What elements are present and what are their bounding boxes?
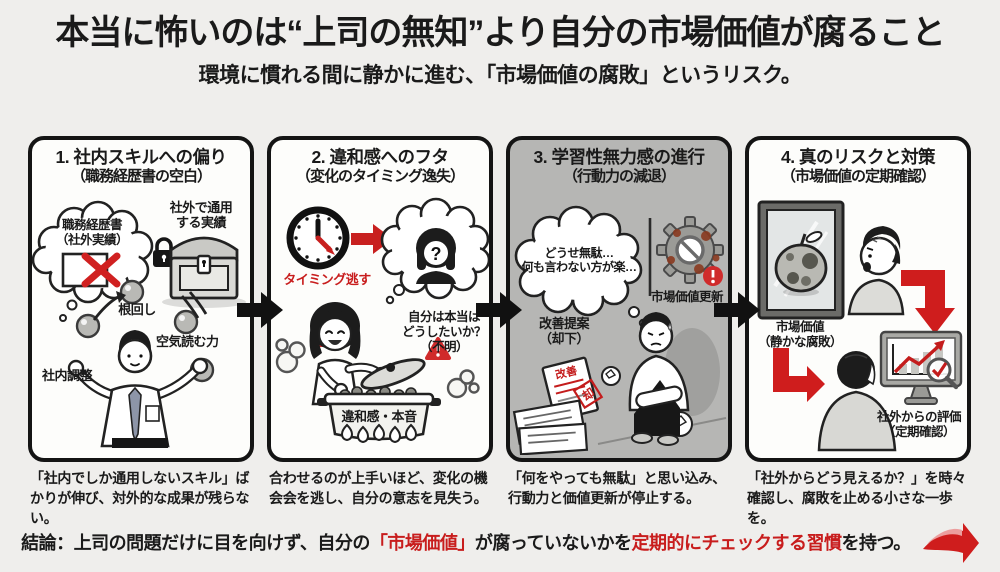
panel-1-internal-skills: 1. 社内スキルへの偏り （職務経歴書の空白） xyxy=(28,136,254,462)
panel-4-real-risk: 4. 真のリスクと対策 （市場価値の定期確認） xyxy=(745,136,971,462)
proposal-rejected-label: 改善提案 （却下） xyxy=(538,316,590,347)
panel-4-art xyxy=(757,200,963,452)
internal-coordination-label: 社内調整 xyxy=(41,368,93,383)
resume-label: 職務経歴書 （社外実績） xyxy=(55,218,129,247)
back-man-figure xyxy=(817,351,897,452)
panel-4-title: 4. 真のリスクと対策 xyxy=(781,147,935,167)
panel-3-illustration: 改善 却 xyxy=(510,192,728,455)
conclusion-arrow-icon xyxy=(922,523,979,563)
conclusion-bar: 結論：上司の問題だけに目を向けず、自分の「市場価値」が腐っていないかを定期的にチ… xyxy=(0,519,1000,565)
empty-resume-icon xyxy=(61,252,121,288)
panel-3-art: 改善 却 xyxy=(512,205,727,455)
market-value-decay-label: 市場価値 （静かな腐敗） xyxy=(757,320,843,349)
panel-2-caption: 合わせるのが上手いほど、変化の機会会を逃し、自分の意志を見失う。 xyxy=(269,470,488,506)
rotten-apple-icon xyxy=(774,231,828,296)
panel-1-column: 1. 社内スキルへの偏り （職務経歴書の空白） xyxy=(28,136,254,529)
clock-icon xyxy=(286,206,350,270)
timing-missed-label: タイミング逃す xyxy=(283,272,371,287)
curved-arrow-icon xyxy=(92,291,208,321)
panel-1-title: 1. 社内スキルへの偏り xyxy=(55,147,227,167)
magnifier-check-icon xyxy=(926,357,959,390)
next-arrow-icon xyxy=(476,292,522,328)
page-subtitle: 環境に慣れる間に静かに進む、「市場価値の腐敗」というリスク。 xyxy=(198,64,802,88)
pot-label: 違和感・本音 xyxy=(341,409,417,424)
chest-label: 社外で通用 する実績 xyxy=(169,200,233,231)
down-arrow-icon xyxy=(901,270,955,334)
svg-text:?: ? xyxy=(431,244,442,264)
curved-arrow-head xyxy=(116,291,126,303)
panel-2-discomfort-lid: 2. 違和感へのフタ （変化のタイミング逸失） xyxy=(267,136,493,462)
papers-icon xyxy=(512,399,589,455)
panel-4-illustration: 市場価値 （静かな腐敗） 社外からの評価 （定期確認） xyxy=(749,192,967,455)
man-juggling-figure xyxy=(67,330,209,448)
steam-icon xyxy=(275,338,480,399)
silhouette-question-icon: ? xyxy=(416,228,456,284)
flame-icon xyxy=(340,423,418,444)
futility-thought-label: どうせ無駄… 何も言わない方が楽… xyxy=(521,246,637,275)
lid-icon xyxy=(360,358,426,390)
panel-3-learned-helplessness: 3. 学習性無力感の進行 （行動力の減退） xyxy=(506,136,732,462)
treasure-chest-icon xyxy=(162,236,246,308)
panel-3-caption: 「何をやっても無駄」と思い込み、行動力と価値更新が停止する。 xyxy=(508,470,726,506)
panel-1-art xyxy=(32,200,246,448)
shocked-man-figure xyxy=(847,226,905,316)
panel-4-column: 4. 真のリスクと対策 （市場価値の定期確認） xyxy=(745,136,971,529)
alert-badge-icon xyxy=(703,266,723,286)
panel-2-title: 2. 違和感へのフタ xyxy=(311,147,449,167)
infographic-page: 本当に怖いのは“上司の無知”より自分の市場価値が腐ること 環境に慣れる間に静かに… xyxy=(0,14,1000,572)
panel-3-title: 3. 学習性無力感の進行 xyxy=(533,147,705,167)
panel-2-subtitle: （変化のタイミング逸失） xyxy=(295,168,465,185)
external-evaluation-label: 社外からの評価 （定期確認） xyxy=(876,410,962,439)
sad-man-figure xyxy=(628,312,690,446)
thought-bubble xyxy=(514,205,648,328)
market-value-update-label: 市場価値更新 xyxy=(650,290,724,304)
rusty-gear-icon xyxy=(656,216,724,284)
panel-2-column: 2. 違和感へのフタ （変化のタイミング逸失） xyxy=(267,136,493,529)
pot-icon xyxy=(317,386,441,441)
nemawashi-label: 根回し xyxy=(118,302,156,317)
panels-row: 1. 社内スキルへの偏り （職務経歴書の空白） xyxy=(28,136,971,529)
panel-1-subtitle: （職務経歴書の空白） xyxy=(70,168,212,185)
panel-3-column: 3. 学習性無力感の進行 （行動力の減退） xyxy=(506,136,732,529)
question-thought-bubble xyxy=(380,197,489,305)
lock-icon xyxy=(153,237,175,267)
panel-4-subtitle: （市場価値の定期確認） xyxy=(780,168,936,185)
warning-icon xyxy=(425,337,451,360)
page-title: 本当に怖いのは“上司の無知”より自分の市場価値が腐ること xyxy=(55,14,945,52)
turn-arrow-icon xyxy=(773,348,825,402)
panel-4-caption: 「社外からどう見えるか？」を時々確認し、腐敗を止める小さな一歩を。 xyxy=(747,470,966,526)
next-arrow-icon xyxy=(237,292,283,328)
panel-1-caption: 「社内でしか通用しないスキル」ばかりが伸び、対外的な成果が残らない。 xyxy=(30,470,250,526)
conclusion-text: 結論：上司の問題だけに目を向けず、自分の「市場価値」が腐っていないかを定期的にチ… xyxy=(21,533,911,553)
panel-2-illustration: ? xyxy=(271,192,489,455)
panel-2-art: ? xyxy=(275,197,489,444)
real-wish-label: 自分は本当は どうしたいか？ （不明） xyxy=(401,310,487,354)
panel-3-subtitle: （行動力の減退） xyxy=(562,168,676,185)
panel-1-illustration: 職務経歴書 （社外実績） 社外で通用 する実績 根回し 空気読む力 社内調整 xyxy=(32,192,250,455)
next-arrow-icon xyxy=(714,292,760,328)
rejected-document-icon: 改善 却 xyxy=(541,356,604,422)
air-reading-label: 空気読む力 xyxy=(156,334,219,349)
